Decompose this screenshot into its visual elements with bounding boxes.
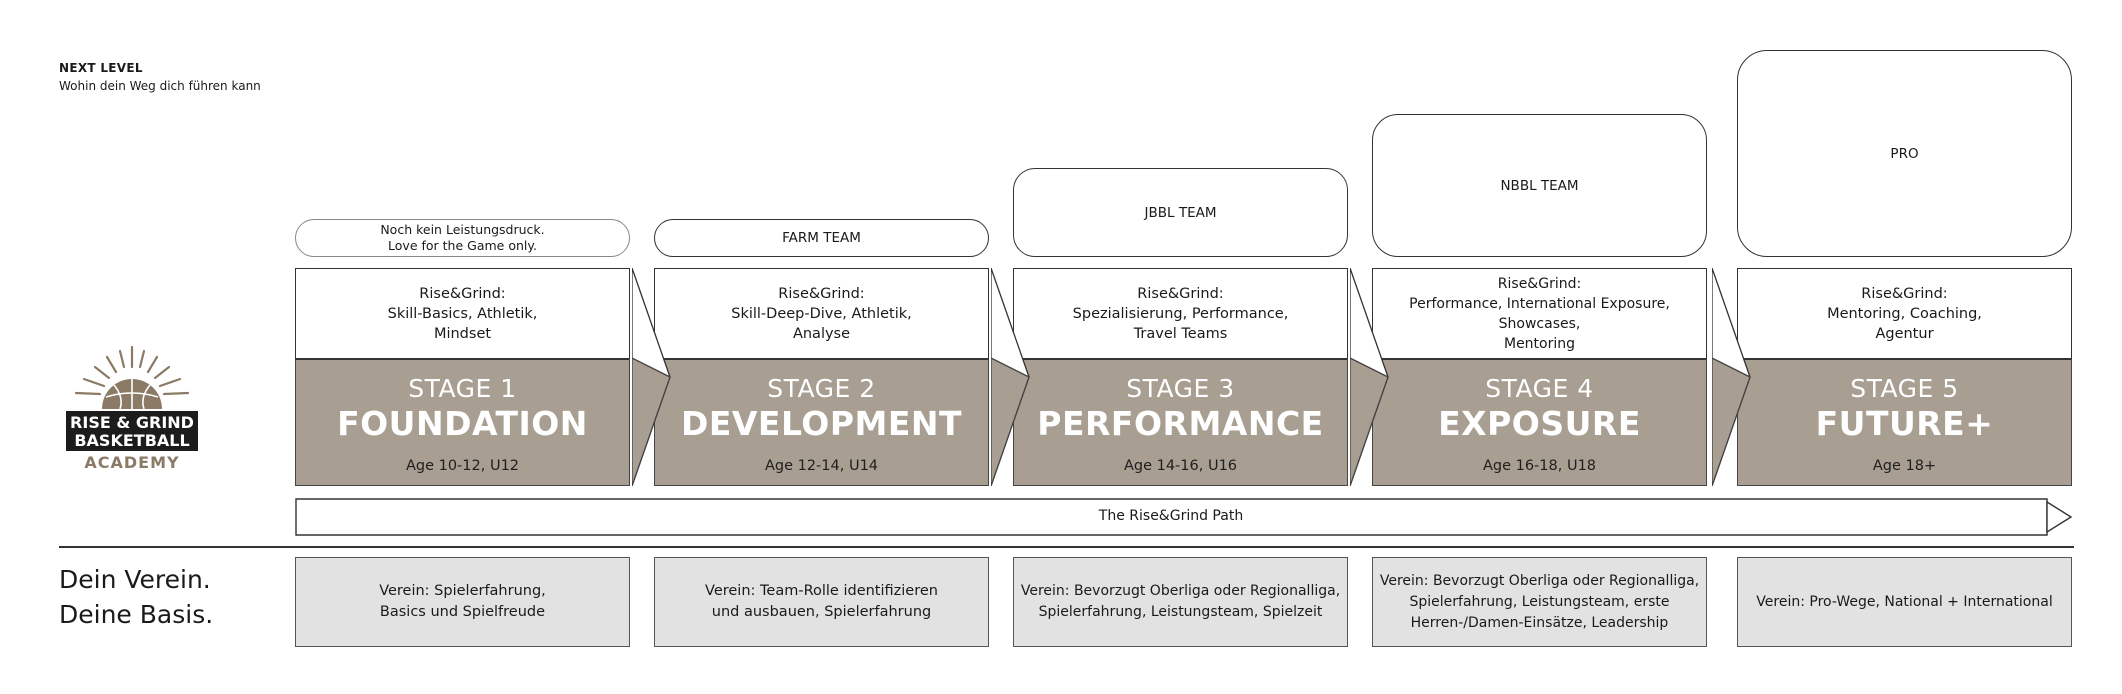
stage5-desc-line-3: Agentur <box>1875 325 1934 342</box>
verein-section-title: Dein Verein. Deine Basis. <box>59 562 213 632</box>
stage1-description: Rise&Grind: Skill-Basics, Athletik, Mind… <box>295 268 630 358</box>
stage2-verein-line-2: und ausbauen, Spielerfahrung <box>711 604 932 620</box>
stage4-verein-line-3: Herren-/Damen-Einsätze, Leadership <box>1410 614 1669 631</box>
section-divider <box>59 546 2074 548</box>
stage1-top-line-2: Love for the Game only. <box>388 238 537 253</box>
stage3-desc-line-3: Travel Teams <box>1133 325 1228 342</box>
logo-line-3: ACADEMY <box>84 453 180 472</box>
stage2-name: DEVELOPMENT <box>680 404 963 443</box>
stage4-desc-line-2: Performance, International Exposure, Sho… <box>1409 295 1670 332</box>
stage1-number: STAGE 1 <box>408 374 517 403</box>
stage5-desc-line-2: Mentoring, Coaching, <box>1827 305 1982 322</box>
stage3-desc-line-2: Spezialisierung, Performance, <box>1072 305 1289 322</box>
stage1-desc-line-3: Mindset <box>433 325 492 342</box>
stage2-box: STAGE 2 DEVELOPMENT Age 12-14, U14 <box>654 358 989 486</box>
stage5-age: Age 18+ <box>1872 458 1937 474</box>
path-label: The Rise&Grind Path <box>1098 508 1244 524</box>
stage5-top-label: PRO <box>1890 145 1919 162</box>
stage2-age: Age 12-14, U14 <box>764 458 879 474</box>
stage3-top-label: JBBL TEAM <box>1144 204 1217 221</box>
stage5-number: STAGE 5 <box>1850 374 1959 403</box>
logo-line-1: RISE & GRIND <box>70 413 194 432</box>
stage4-age: Age 16-18, U18 <box>1482 458 1597 474</box>
stage1-box: STAGE 1 FOUNDATION Age 10-12, U12 <box>295 358 630 486</box>
stage1-desc-line-2: Skill-Basics, Athletik, <box>387 305 538 322</box>
chevron-arrow-icon <box>1350 268 1389 486</box>
header-subtitle: Wohin dein Weg dich führen kann <box>59 79 261 93</box>
stage1-name: FOUNDATION <box>337 404 588 443</box>
stage5-name: FUTURE+ <box>1815 404 1994 443</box>
stage2-verein-line-1: Verein: Team-Rolle identifizieren <box>705 583 938 599</box>
stage3-desc-line-1: Rise&Grind: <box>1137 285 1224 302</box>
chevron-arrow-icon <box>632 268 671 486</box>
basketball-sun-icon <box>74 345 190 410</box>
stage4-top-box: NBBL TEAM <box>1372 114 1707 257</box>
stage4-top-label: NBBL TEAM <box>1500 177 1579 194</box>
stage1-verein-line-1: Verein: Spielerfahrung, <box>379 583 546 599</box>
logo-badge: RISE & GRIND BASKETBALL <box>66 411 198 451</box>
chevron-arrow-icon <box>1712 268 1751 486</box>
stage5-description: Rise&Grind: Mentoring, Coaching, Agentur <box>1737 268 2072 358</box>
stage1-verein-box: Verein: Spielerfahrung, Basics und Spiel… <box>295 557 630 647</box>
stage2-desc-line-3: Analyse <box>792 325 851 342</box>
academy-logo: RISE & GRIND BASKETBALL ACADEMY <box>62 345 202 475</box>
rise-grind-path-arrow: The Rise&Grind Path <box>295 498 2075 536</box>
stage5-top-box: PRO <box>1737 50 2072 257</box>
stage1-desc-line-1: Rise&Grind: <box>419 285 506 302</box>
stage3-description: Rise&Grind: Spezialisierung, Performance… <box>1013 268 1348 358</box>
stage1-verein-line-2: Basics und Spielfreude <box>379 604 546 620</box>
stage4-desc-line-1: Rise&Grind: <box>1497 275 1582 292</box>
stage2-number: STAGE 2 <box>767 374 876 403</box>
stage3-box: STAGE 3 PERFORMANCE Age 14-16, U16 <box>1013 358 1348 486</box>
stage2-description: Rise&Grind: Skill-Deep-Dive, Athletik, A… <box>654 268 989 358</box>
stage5-verein-box: Verein: Pro-Wege, National + Internation… <box>1737 557 2072 647</box>
stage3-name: PERFORMANCE <box>1037 404 1324 443</box>
stage4-number: STAGE 4 <box>1485 374 1594 403</box>
stage4-desc-line-3: Mentoring <box>1503 335 1576 352</box>
verein-title-line-1: Dein Verein. <box>59 565 211 594</box>
stage3-top-box: JBBL TEAM <box>1013 168 1348 257</box>
stage1-age: Age 10-12, U12 <box>405 458 520 474</box>
stage4-box: STAGE 4 EXPOSURE Age 16-18, U18 <box>1372 358 1707 486</box>
stage3-verein-line-1: Verein: Bevorzugt Oberliga oder Regional… <box>1020 583 1341 599</box>
path-arrow-icon <box>295 498 2073 536</box>
stage5-verein-line-1: Verein: Pro-Wege, National + Internation… <box>1756 593 2053 610</box>
stage2-desc-line-1: Rise&Grind: <box>778 285 865 302</box>
stage3-number: STAGE 3 <box>1126 374 1235 403</box>
stage4-name: EXPOSURE <box>1438 404 1641 443</box>
stage2-top-label: FARM TEAM <box>782 230 861 246</box>
chevron-arrow-icon <box>991 268 1030 486</box>
stage2-desc-line-2: Skill-Deep-Dive, Athletik, <box>731 305 912 322</box>
stage1-top-box: Noch kein Leistungsdruck. Love for the G… <box>295 219 630 257</box>
stage3-age: Age 14-16, U16 <box>1123 458 1238 474</box>
stage5-desc-line-1: Rise&Grind: <box>1861 285 1948 302</box>
stage3-verein-line-2: Spielerfahrung, Leistungsteam, Spielzeit <box>1038 604 1323 620</box>
logo-line-2: BASKETBALL <box>74 431 190 450</box>
header-title: NEXT LEVEL <box>59 61 143 75</box>
stage4-verein-line-1: Verein: Bevorzugt Oberliga oder Regional… <box>1379 572 1700 589</box>
stage4-verein-line-2: Spielerfahrung, Leistungsteam, erste <box>1409 593 1670 610</box>
verein-title-line-2: Deine Basis. <box>59 600 214 629</box>
stage3-verein-box: Verein: Bevorzugt Oberliga oder Regional… <box>1013 557 1348 647</box>
stage1-top-line-1: Noch kein Leistungsdruck. <box>380 222 545 237</box>
stage5-box: STAGE 5 FUTURE+ Age 18+ <box>1737 358 2072 486</box>
stage2-verein-box: Verein: Team-Rolle identifizieren und au… <box>654 557 989 647</box>
stage4-description: Rise&Grind: Performance, International E… <box>1372 268 1707 358</box>
stage2-top-box: FARM TEAM <box>654 219 989 257</box>
stage4-verein-box: Verein: Bevorzugt Oberliga oder Regional… <box>1372 557 1707 647</box>
